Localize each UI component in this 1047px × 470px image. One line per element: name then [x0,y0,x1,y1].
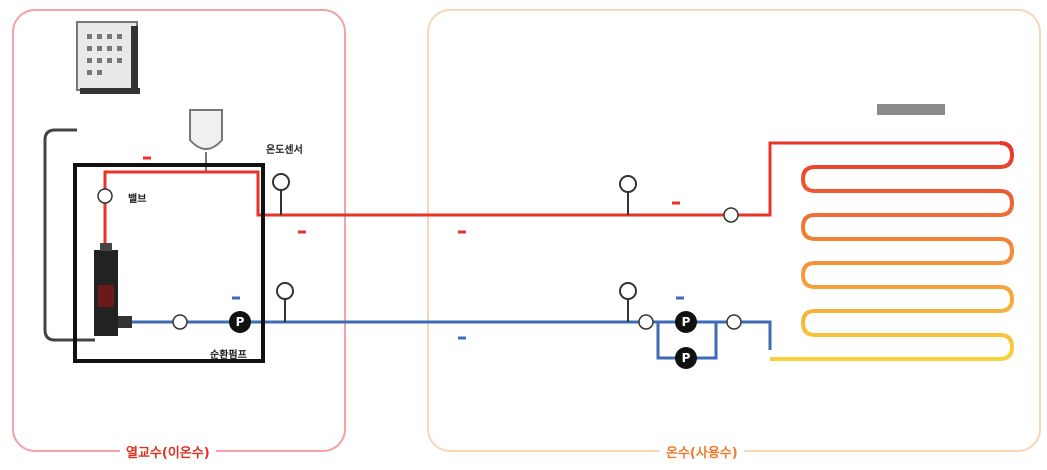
left-panel-title: 열교수(이온수) [120,442,216,461]
circulation-pump-label: 순환펌프 [210,350,247,361]
coil-header-bar [877,104,945,115]
temp-sensor-label: 온도센서 [266,145,303,156]
valve-label: 밸브 [128,194,147,205]
pressure-gauge-icon [272,173,637,322]
pump-label-2: P [682,315,691,329]
supply-line [103,141,1000,295]
highlight-box [73,163,265,363]
valve-icon [97,188,742,330]
expansion-tank-icon [189,109,223,172]
flow-markers [143,156,684,340]
pump-label-1: P [236,315,245,329]
coil-icon [770,141,1015,361]
pump-label-3: P [682,351,691,365]
return-line [125,320,772,350]
right-panel-title: 온수(사용수) [660,442,744,461]
controller-icon [76,21,140,94]
left-panel [12,9,346,452]
right-panel [427,9,1041,452]
pump-icon [229,311,697,369]
control-cable [43,128,95,342]
heater-icon [94,243,132,336]
